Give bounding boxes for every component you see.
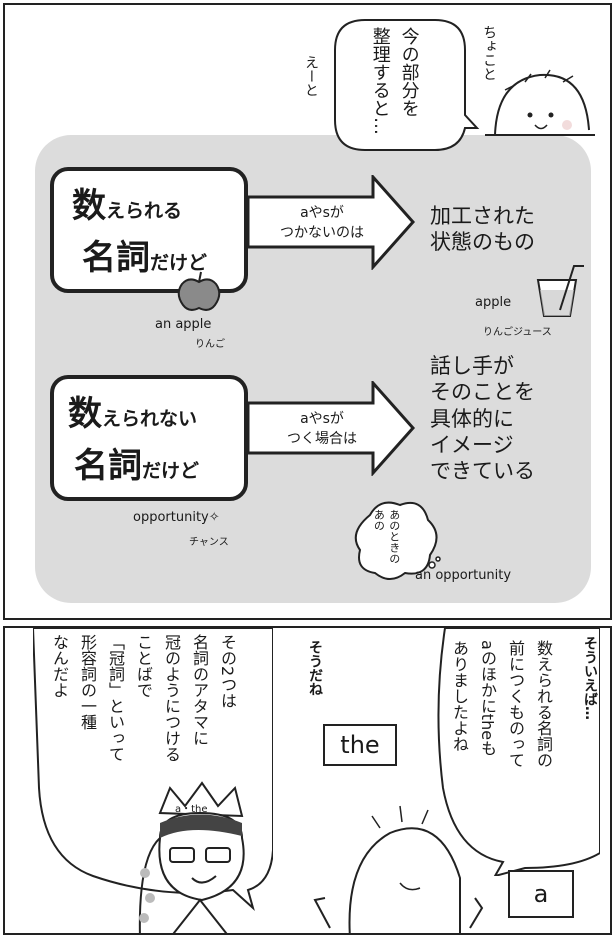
- arrow-row2: [248, 381, 416, 476]
- arrow-row1-label: aやsが つかないのは: [280, 205, 364, 242]
- speech-bubble-right: [437, 628, 600, 876]
- panel-bottom: その2つは 名詞のアタマに 冠のようにつける ことばで 「冠詞」といって 形容詞…: [3, 626, 612, 935]
- an-opportunity-caption: an opportunity: [415, 568, 512, 583]
- character-girl: [313, 805, 484, 933]
- result-row2: 話し手が そのことを 具体的に イメージ できている: [430, 354, 535, 483]
- uncountable-noun-line1: 数えられない: [68, 394, 198, 434]
- opportunity-caption: opportunity✧: [133, 510, 220, 525]
- card-the: the: [323, 724, 397, 766]
- speech-bubble-top-text: 今の部分を整理すると…: [369, 27, 420, 135]
- aside-chotto: ちょこと: [481, 25, 497, 81]
- countable-noun-line2: 名詞だけど: [82, 238, 208, 278]
- character-teacher: [138, 781, 245, 933]
- speech-bubble-left-text: その2つは 名詞のアタマに 冠のようにつける ことばで 「冠詞」といって 形容詞…: [50, 634, 237, 762]
- aside-souieba: そういえば…: [582, 636, 598, 720]
- countable-noun-box: 数えられる 名詞だけど: [50, 167, 248, 293]
- panel-top: 今の部分を整理すると… えーと ちょこと 数えられる 名詞だけど aやsが つか…: [3, 3, 612, 620]
- uncountable-noun-line2: 名詞だけど: [74, 446, 200, 486]
- aside-souda: そうだね: [307, 640, 323, 696]
- juice-caption-sub: りんごジュース: [483, 327, 552, 338]
- thought-cloud: [354, 501, 441, 580]
- aside-ee: えーと: [303, 55, 319, 97]
- peeking-character: [485, 69, 595, 136]
- card-a: a: [508, 870, 574, 918]
- apple-caption-sub: りんご: [195, 339, 225, 350]
- apple-caption: an apple: [155, 317, 212, 332]
- apple-icon: [177, 271, 221, 311]
- speech-bubble-top: [334, 19, 480, 151]
- thought-cloud-text: あのときのあの: [372, 509, 401, 564]
- juice-caption: apple: [475, 295, 512, 310]
- speech-bubble-right-text: 数えられる名詞の 前につくものって aのほかにtheも ありましたよね: [450, 640, 553, 768]
- result-row1: 加工された 状態のもの: [430, 204, 535, 255]
- crown-label: a・the: [175, 804, 208, 815]
- uncountable-noun-box: 数えられない 名詞だけど: [50, 375, 248, 501]
- arrow-row2-label: aやsが つく場合は: [287, 411, 357, 448]
- juice-glass-icon: [536, 265, 584, 317]
- opportunity-caption-sub: チャンス: [189, 537, 229, 548]
- arrow-row1: [248, 175, 416, 270]
- countable-noun-line1: 数えられる: [72, 186, 183, 226]
